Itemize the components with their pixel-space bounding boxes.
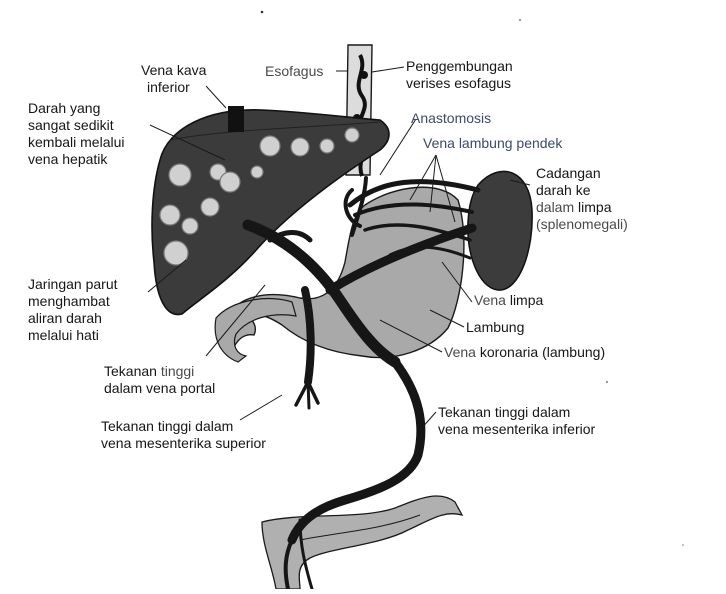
scan-speck <box>606 381 608 383</box>
label-fragment: limpa <box>574 199 611 215</box>
vena-cava-stub <box>228 106 244 132</box>
liver-nodule <box>260 136 280 156</box>
label-line: Tekanan tinggi dalam <box>101 418 266 435</box>
label-line: (splenomegali) <box>536 216 628 233</box>
label-line: Tekanan tinggi dalam <box>438 404 595 421</box>
label-penggembungan: Penggembungan verises esofagus <box>406 58 513 92</box>
label-tekanan-superior: Tekanan tinggi dalam vena mesenterika su… <box>101 418 266 452</box>
label-line: kembali melalui <box>28 134 124 151</box>
label-jaringan-parut: Jaringan parut menghambat aliran darah m… <box>28 276 118 344</box>
label-lambung: Lambung <box>466 319 524 336</box>
label-line: Penggembungan <box>406 58 513 75</box>
label-line: melalui hati <box>28 327 118 344</box>
label-cadangan: Cadangan darah ke dalam limpa (splenomeg… <box>536 165 628 233</box>
label-fragment: Vena <box>474 292 506 308</box>
leader-line <box>372 67 404 72</box>
label-fragment: Tekanan <box>104 363 161 379</box>
superior-mesenteric-branch <box>308 382 309 408</box>
label-vena-lambung-pendek: Vena lambung pendek <box>423 135 562 152</box>
label-line: Darah yang <box>28 100 124 117</box>
varix <box>360 71 368 79</box>
liver-nodule <box>182 218 198 234</box>
label-line: menghambat <box>28 293 118 310</box>
label-line: vena mesenterika inferior <box>438 421 595 438</box>
scan-speck <box>682 544 684 546</box>
label-line: aliran darah <box>28 310 118 327</box>
liver-nodule <box>345 128 359 142</box>
label-fragment: Anastomosis <box>411 110 491 126</box>
label-vena-koronaria: Vena koronaria (lambung) <box>444 344 605 361</box>
scan-speck <box>261 11 264 14</box>
label-vena-kava: Vena kava inferior <box>141 62 206 96</box>
label-tekanan-portal: Tekanan tinggi dalam vena portal <box>104 363 215 397</box>
label-line: vena hepatik <box>28 151 124 168</box>
leader-line <box>240 395 282 420</box>
label-esofagus: Esofagus <box>265 63 323 80</box>
label-line: dalam limpa <box>536 199 628 216</box>
label-line: verises esofagus <box>406 75 513 92</box>
label-darah-sedikit: Darah yang sangat sedikit kembali melalu… <box>28 100 124 168</box>
label-line: Tekanan tinggi <box>104 363 215 380</box>
label-line: Vena kava <box>141 62 206 79</box>
label-line: Cadangan <box>536 165 628 182</box>
label-line: dalam vena portal <box>104 380 215 397</box>
label-tekanan-inferior: Tekanan tinggi dalam vena mesenterika in… <box>438 404 595 438</box>
leader-line <box>206 86 226 108</box>
label-vena-limpa: Vena limpa <box>474 292 543 309</box>
label-fragment: Vena <box>444 344 476 360</box>
liver-nodule <box>320 139 334 153</box>
label-fragment: tinggi <box>161 363 194 379</box>
liver-nodule <box>201 198 219 216</box>
label-fragment: Vena lambung pendek <box>423 135 562 151</box>
label-line: darah ke <box>536 182 628 199</box>
label-line: Jaringan parut <box>28 276 118 293</box>
liver-nodule <box>220 172 240 192</box>
superior-mesenteric-branch <box>296 382 308 405</box>
label-fragment: Esofagus <box>265 63 323 79</box>
label-fragment: limpa <box>506 292 543 308</box>
liver-nodule <box>160 205 180 225</box>
liver-nodule <box>169 164 191 186</box>
liver-nodule <box>251 166 263 178</box>
label-fragment: koronaria (lambung) <box>476 344 605 360</box>
liver-nodule <box>291 138 309 156</box>
label-fragment: dalam <box>536 199 574 215</box>
label-anastomosis: Anastomosis <box>411 110 491 127</box>
label-line: vena mesenterika superior <box>101 435 266 452</box>
label-line: sangat sedikit <box>28 117 124 134</box>
label-line: inferior <box>141 79 206 96</box>
label-fragment: Lambung <box>466 319 524 335</box>
scan-speck <box>519 19 521 21</box>
